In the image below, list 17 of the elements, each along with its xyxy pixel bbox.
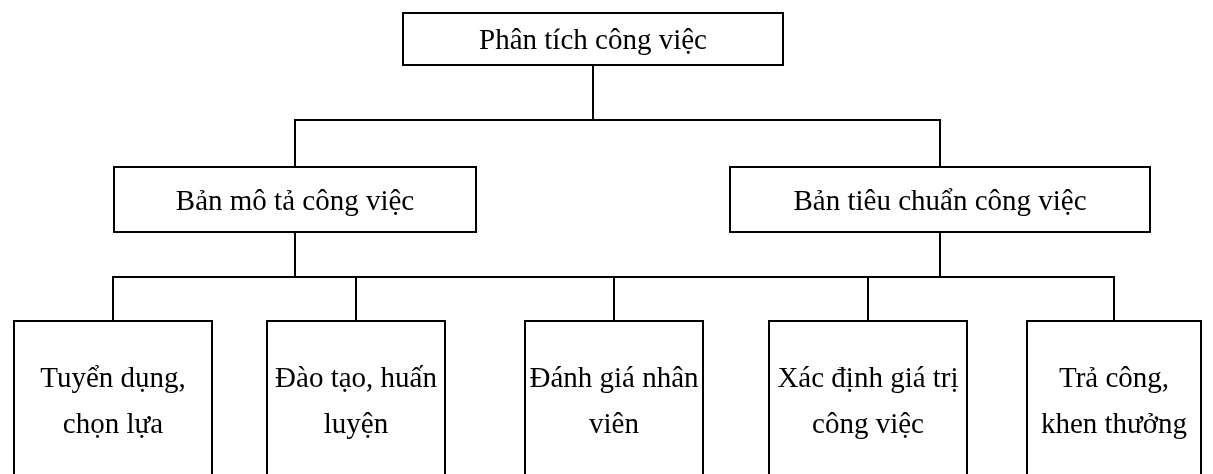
process-box bbox=[729, 166, 1151, 233]
box-label: Tuyển dụng, chọn lựa bbox=[39, 360, 187, 441]
connector-line bbox=[939, 232, 1115, 321]
box-label: Xác định giá trị công việc bbox=[776, 360, 960, 441]
process-box bbox=[113, 166, 477, 233]
outcome-box bbox=[266, 320, 446, 474]
outcome-box bbox=[768, 320, 968, 474]
outcome-box bbox=[1026, 320, 1202, 474]
box-label: Bản mô tả công việc bbox=[175, 182, 415, 218]
box-label: Phân tích công việc bbox=[479, 22, 707, 57]
process-box bbox=[402, 12, 784, 66]
outcome-box bbox=[524, 320, 704, 474]
box-label: Đánh giá nhân viên bbox=[528, 360, 700, 441]
box-label: Trả công, khen thưởng bbox=[1039, 360, 1189, 441]
outcome-box bbox=[13, 320, 213, 474]
box-label: Đào tạo, huấn luyện bbox=[274, 360, 438, 441]
box-label: Bản tiêu chuẩn công việc bbox=[793, 182, 1087, 218]
